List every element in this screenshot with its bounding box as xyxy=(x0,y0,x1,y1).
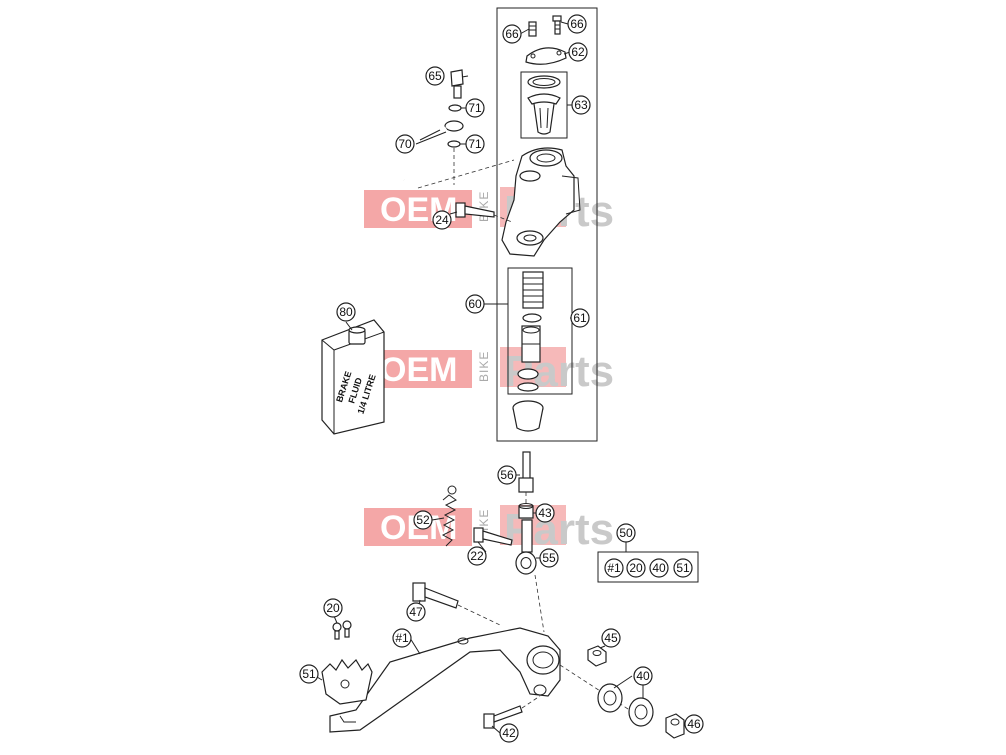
svg-text:55: 55 xyxy=(542,551,556,565)
callout-42[interactable]: 42 xyxy=(499,723,519,743)
return-spring xyxy=(441,485,457,547)
svg-text:BIKE: BIKE xyxy=(477,351,491,382)
washer-upper xyxy=(448,104,462,112)
kit-callout-1[interactable]: #1 xyxy=(604,558,624,578)
callout-52[interactable]: 52 xyxy=(413,510,433,530)
callout-70[interactable]: 70 xyxy=(395,134,415,154)
callout-22[interactable]: 22 xyxy=(467,546,487,566)
svg-text:80: 80 xyxy=(339,305,353,319)
callout-60[interactable]: 60 xyxy=(465,294,485,314)
step-plate xyxy=(321,658,373,705)
svg-text:46: 46 xyxy=(687,717,701,731)
callout-80[interactable]: 80 xyxy=(336,302,356,322)
callout-1[interactable]: #1 xyxy=(392,628,412,648)
callout-40[interactable]: 40 xyxy=(633,666,653,686)
svg-text:40: 40 xyxy=(636,669,650,683)
reservoir-cover xyxy=(525,47,567,65)
brake-fluid-bottle: BRAKE FLUID 1/4 LITRE xyxy=(321,319,385,435)
callout-50[interactable]: 50 xyxy=(616,523,636,543)
svg-text:70: 70 xyxy=(398,137,412,151)
clevis xyxy=(515,519,537,575)
callout-47[interactable]: 47 xyxy=(406,602,426,622)
svg-text:66: 66 xyxy=(505,27,519,41)
svg-text:65: 65 xyxy=(428,69,442,83)
bearing-40-left xyxy=(597,683,623,713)
callout-46[interactable]: 46 xyxy=(684,714,704,734)
svg-text:60: 60 xyxy=(468,297,482,311)
svg-text:22: 22 xyxy=(470,549,484,563)
svg-text:BIKE: BIKE xyxy=(477,191,491,222)
svg-text:20: 20 xyxy=(326,601,340,615)
screw-66-right xyxy=(552,15,562,35)
svg-text:45: 45 xyxy=(604,631,618,645)
bushing-46 xyxy=(665,713,685,739)
callout-71-lower[interactable]: 71 xyxy=(465,134,485,154)
callout-43[interactable]: 43 xyxy=(535,503,555,523)
nut-45 xyxy=(587,645,607,667)
bolt-47 xyxy=(412,582,459,609)
piston-kit-frame xyxy=(507,267,573,395)
callout-66-left[interactable]: 66 xyxy=(502,24,522,44)
push-rod xyxy=(518,451,534,493)
svg-text:50: 50 xyxy=(619,526,633,540)
svg-text:61: 61 xyxy=(573,311,587,325)
bolt-24 xyxy=(455,202,495,218)
callout-71-upper[interactable]: 71 xyxy=(465,98,485,118)
kit-callout-40[interactable]: 40 xyxy=(649,558,669,578)
kit-callout-51[interactable]: 51 xyxy=(673,558,693,578)
svg-text:43: 43 xyxy=(538,506,552,520)
svg-text:66: 66 xyxy=(570,17,584,31)
bolt-42 xyxy=(483,705,523,729)
svg-text:71: 71 xyxy=(468,101,482,115)
callout-65[interactable]: 65 xyxy=(425,66,445,86)
watermark-middle: OEM BIKE Parts xyxy=(364,347,614,396)
callout-55[interactable]: 55 xyxy=(539,548,559,568)
svg-text:#1: #1 xyxy=(395,631,409,645)
kit-callout-20[interactable]: 20 xyxy=(626,558,646,578)
svg-text:63: 63 xyxy=(574,98,588,112)
master-cylinder-frame xyxy=(496,7,598,442)
svg-text:56: 56 xyxy=(500,468,514,482)
svg-text:20: 20 xyxy=(629,561,643,575)
svg-text:51: 51 xyxy=(676,561,690,575)
bearing-40-right xyxy=(628,697,654,727)
reservoir-diaphragm xyxy=(527,75,561,135)
callout-56[interactable]: 56 xyxy=(497,465,517,485)
screws-20 xyxy=(332,620,352,640)
watermark-bottom: OEM BIKE Parts xyxy=(364,505,614,554)
nut-43 xyxy=(518,503,534,519)
callout-51[interactable]: 51 xyxy=(299,664,319,684)
svg-text:47: 47 xyxy=(409,605,423,619)
callout-63[interactable]: 63 xyxy=(571,95,591,115)
svg-text:52: 52 xyxy=(416,513,430,527)
callout-45[interactable]: 45 xyxy=(601,628,621,648)
master-cylinder-body xyxy=(501,147,581,257)
svg-text:#1: #1 xyxy=(607,561,621,575)
callout-20[interactable]: 20 xyxy=(323,598,343,618)
svg-text:71: 71 xyxy=(468,137,482,151)
washer-lower xyxy=(447,140,461,148)
svg-text:62: 62 xyxy=(571,45,585,59)
callout-61[interactable]: 61 xyxy=(570,308,590,328)
callout-66-right[interactable]: 66 xyxy=(567,14,587,34)
brake-pedal xyxy=(329,627,561,733)
callout-24[interactable]: 24 xyxy=(432,210,452,230)
piston-kit xyxy=(512,271,544,432)
svg-text:OEM: OEM xyxy=(380,351,457,389)
svg-text:24: 24 xyxy=(435,213,449,227)
repair-kit-box xyxy=(597,542,699,583)
screw-66-left xyxy=(528,21,537,37)
svg-text:42: 42 xyxy=(502,726,516,740)
brake-hose xyxy=(401,120,464,181)
svg-text:51: 51 xyxy=(302,667,316,681)
svg-text:40: 40 xyxy=(652,561,666,575)
callout-62[interactable]: 62 xyxy=(568,42,588,62)
banjo-bolt xyxy=(450,69,464,99)
